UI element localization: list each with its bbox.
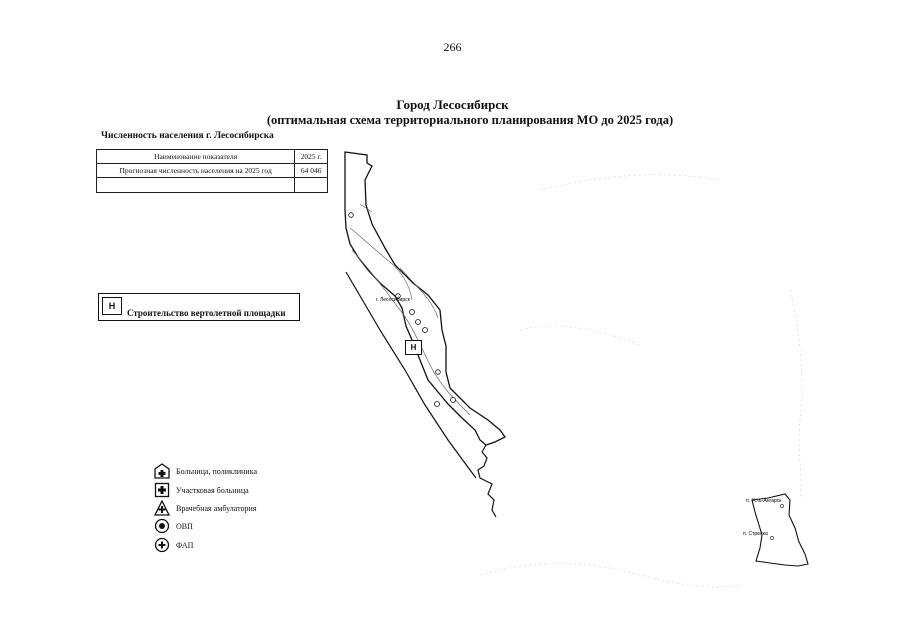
legend-label: Врачебная амбулатория <box>176 503 257 513</box>
settlement-dot-1 <box>780 504 784 508</box>
legend-label: ФАП <box>176 540 194 550</box>
legend-item-fap: ФАП <box>154 537 193 553</box>
legend-label: ОВП <box>176 521 193 531</box>
fap-icon <box>154 537 170 553</box>
legend-item-hospital: Больница, поликлиника <box>154 463 257 479</box>
district-hospital-icon <box>154 482 170 498</box>
facility-markers <box>348 212 456 407</box>
settlement-label-2: п. Стрелка <box>743 531 768 537</box>
legend-item-district-hospital: Участковая больница <box>154 482 249 498</box>
heliport-map-marker: Н <box>405 340 422 355</box>
legend-label: Больница, поликлиника <box>176 466 258 476</box>
roads <box>349 203 471 416</box>
table-spacer-row <box>95 177 328 193</box>
river-strip-outline <box>344 151 506 446</box>
heliport-note: Н Строительство вертолетной площадки <box>98 293 300 321</box>
page-number: 266 <box>443 40 462 54</box>
table-cell-indicator: Прогнозная численность населения на 2025… <box>95 163 296 178</box>
table-cell-value: 64 046 <box>294 163 328 178</box>
city-label: г. Лесосибирск <box>376 297 411 303</box>
faint-boundaries <box>479 174 803 588</box>
population-table: Наименование показателя 2025 г. Прогнозн… <box>95 149 328 193</box>
legend-item-ovp: ОВП <box>154 518 193 534</box>
heliport-icon: Н <box>102 297 122 315</box>
legend-item-ambulatory: Врачебная амбулатория <box>154 500 256 516</box>
settlement-dot-2 <box>770 536 774 540</box>
heliport-label: Строительство вертолетной площадки <box>127 308 286 318</box>
population-heading: Численность населения г. Лесосибирска <box>101 131 274 141</box>
ovp-icon <box>154 518 170 534</box>
legend-label: Участковая больница <box>176 485 249 495</box>
district-boundary-south <box>477 444 497 518</box>
map-subtitle: (оптимальная схема территориального план… <box>266 113 674 127</box>
medical-ambulatory-icon <box>154 500 170 516</box>
map-title: Город Лесосибирск <box>396 97 509 112</box>
table-row: Прогнозная численность населения на 2025… <box>95 163 328 178</box>
hospital-polyclinic-icon <box>154 463 170 479</box>
district-boundary-west <box>345 271 477 479</box>
settlement-boundary <box>751 493 809 567</box>
settlement-label-1: п. Усть-Ангарск <box>746 498 782 504</box>
